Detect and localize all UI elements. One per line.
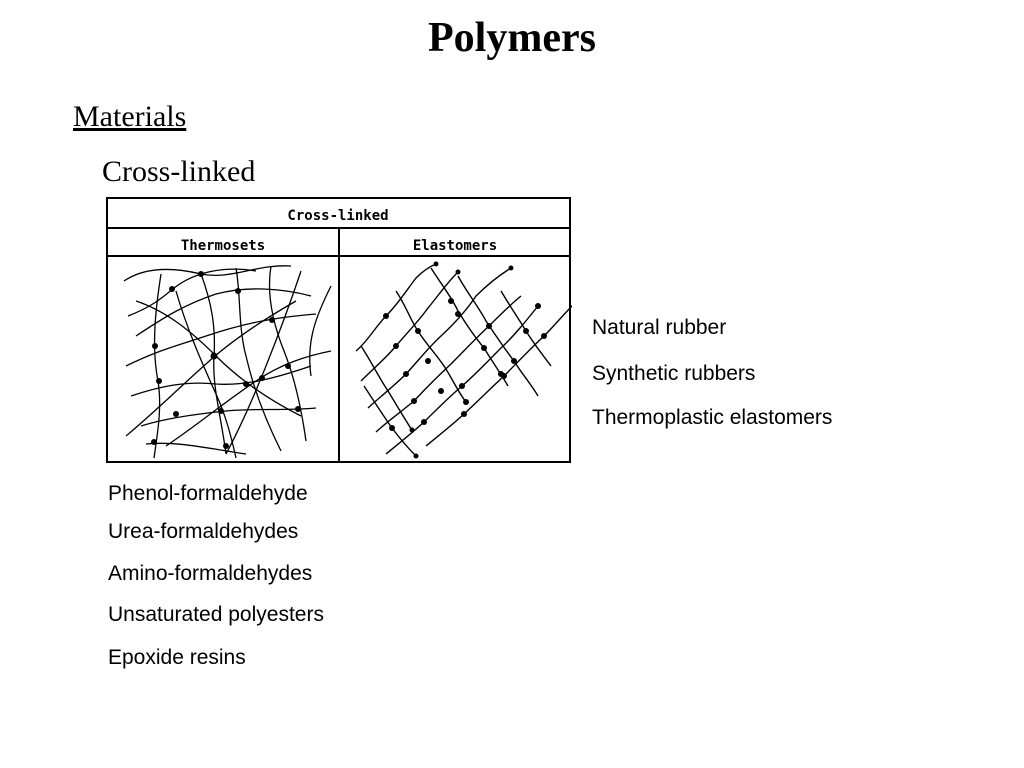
list-item: Natural rubber [592, 316, 727, 339]
thermosets-label: Thermosets [181, 238, 265, 254]
section-heading: Materials [73, 100, 187, 133]
slide-title: Polymers [428, 15, 596, 61]
list-item: Amino-formaldehydes [108, 562, 313, 585]
thermoset-network-illustration [123, 265, 332, 459]
elastomer-crosslink-points [383, 261, 547, 459]
elastomer-network-illustration [355, 263, 572, 457]
thermoset-crosslink-points [151, 271, 301, 449]
list-item: Unsaturated polyesters [108, 603, 324, 626]
list-item: Thermoplastic elastomers [592, 406, 833, 429]
elastomers-label: Elastomers [413, 238, 497, 254]
list-item: Synthetic rubbers [592, 362, 756, 385]
diagram-header: Cross-linked [287, 208, 388, 224]
section-subheading: Cross-linked [102, 155, 256, 188]
cross-linked-diagram: Cross-linked Thermosets Elastomers [106, 196, 572, 466]
list-item: Epoxide resins [108, 646, 246, 669]
list-item: Phenol-formaldehyde [108, 482, 308, 505]
list-item: Urea-formaldehydes [108, 520, 299, 543]
